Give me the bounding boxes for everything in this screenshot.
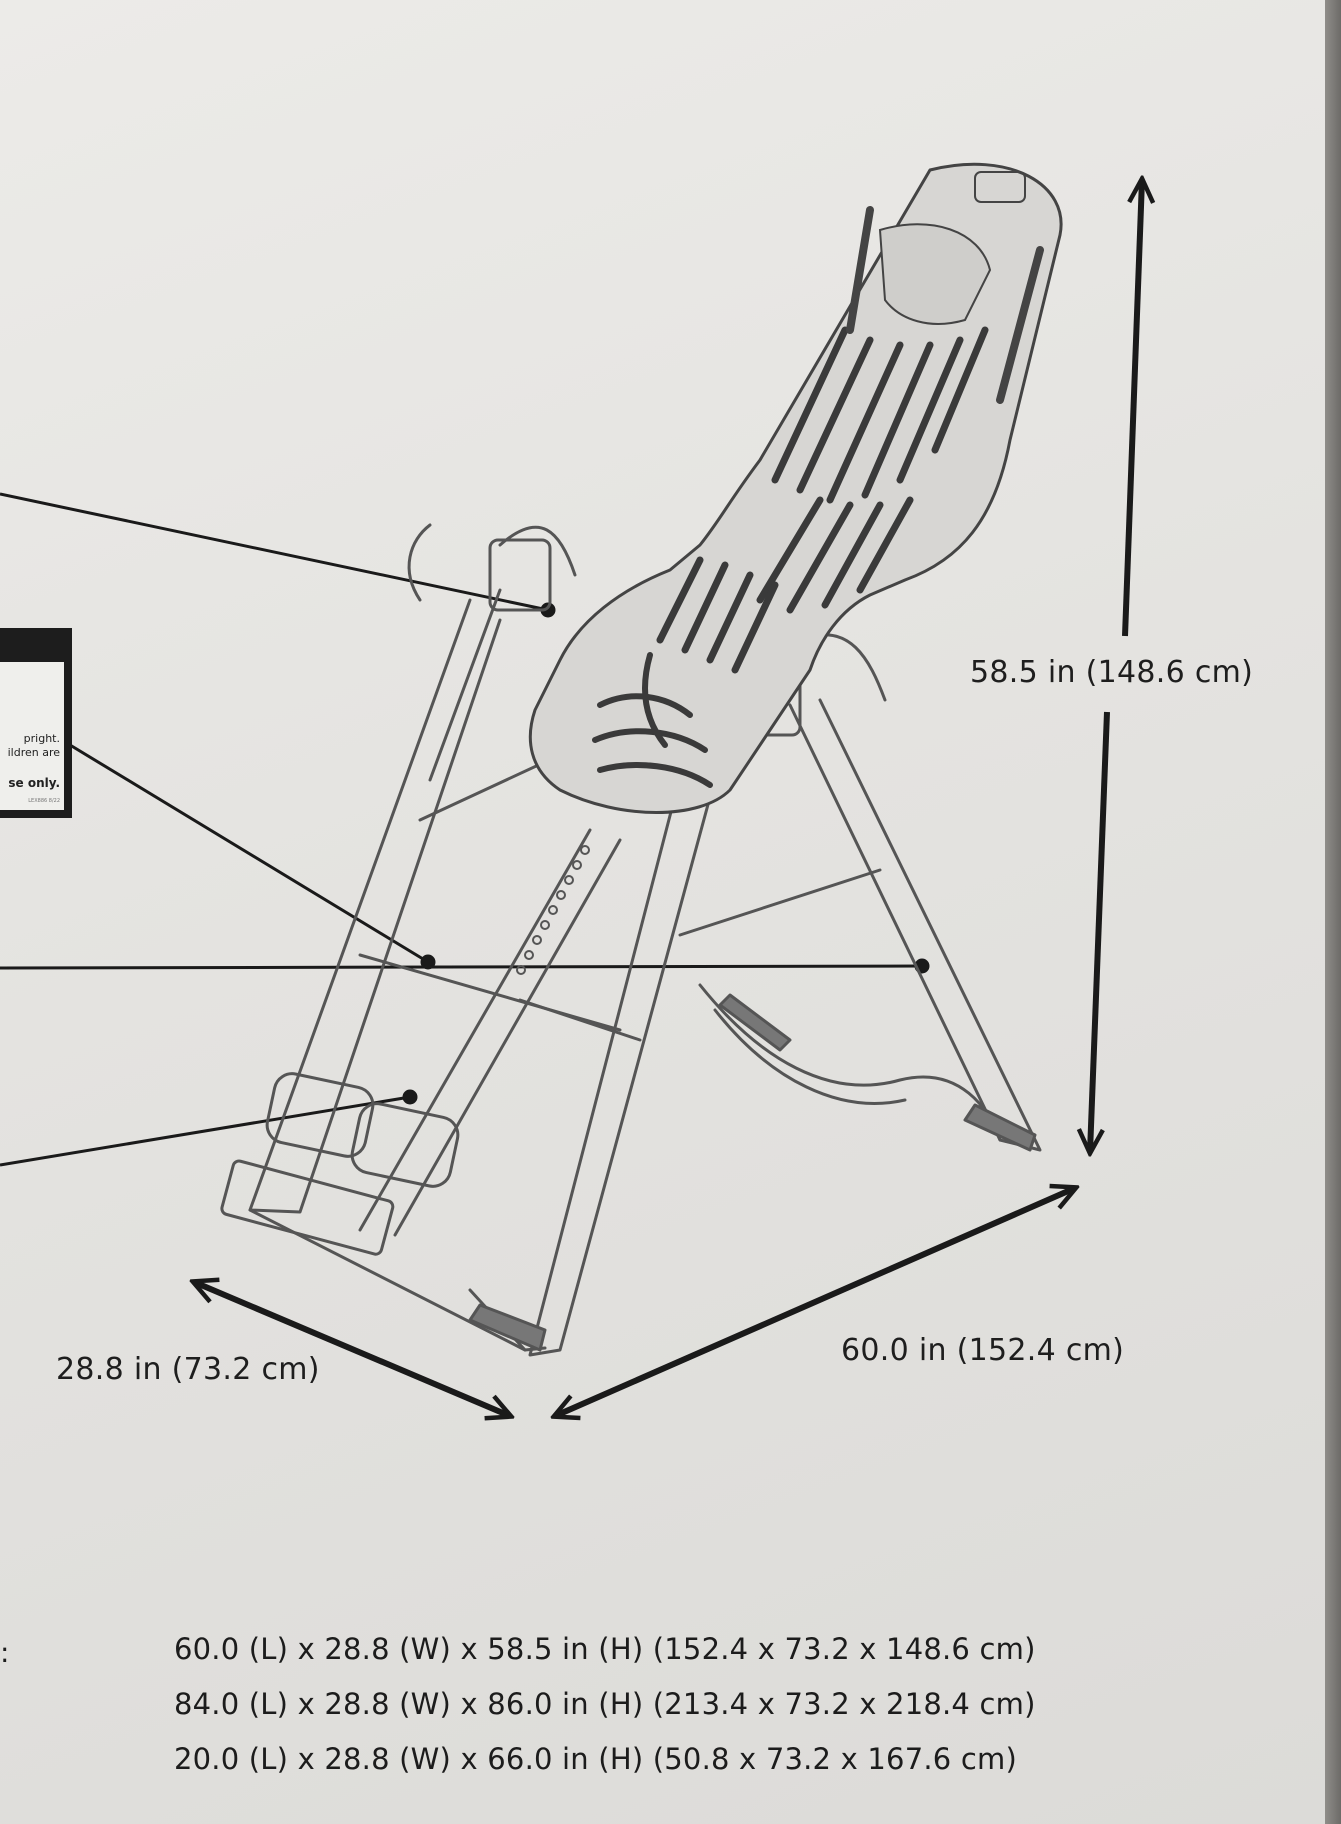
ankle-post — [358, 828, 592, 1232]
ankle-cushion-right — [350, 1102, 460, 1188]
callout-lines — [0, 492, 930, 1167]
rear-stabilizer — [698, 983, 1002, 1142]
width-dimension-arrow — [194, 1282, 510, 1416]
page-edge — [1325, 0, 1341, 1824]
foot-platform — [220, 1159, 395, 1256]
table-frame — [220, 523, 1042, 1357]
left-front-leg — [248, 598, 502, 1214]
arrow-down-icon — [1090, 711, 1110, 1152]
adjustment-holes — [516, 845, 590, 975]
table-bed — [528, 162, 1063, 814]
spec-row: 20.0 (L) x 28.8 (W) x 66.0 in (H) (50.8 … — [174, 1742, 1017, 1776]
arrow-up-icon — [1122, 180, 1142, 637]
ankle-cushion-left — [265, 1072, 375, 1158]
height-dimension-arrow — [1090, 180, 1142, 1152]
callout-line-label — [69, 743, 429, 964]
warning-label-code: LEX886 8/22 — [28, 798, 60, 804]
spec-colon: : — [0, 1636, 10, 1669]
length-dimension-label: 60.0 in (152.4 cm) — [841, 1333, 1125, 1368]
spec-row: 84.0 (L) x 28.8 (W) x 86.0 in (H) (213.4… — [174, 1687, 1036, 1721]
callout-line-bottom — [0, 1095, 411, 1167]
warning-label-line: se only. — [8, 776, 60, 790]
right-rear-leg — [788, 698, 1042, 1152]
spec-row: 60.0 (L) x 28.8 (W) x 58.5 in (H) (152.4… — [174, 1632, 1036, 1666]
length-dimension-arrow — [555, 1188, 1075, 1416]
headrest — [878, 223, 992, 325]
height-dimension-label: 58.5 in (148.6 cm) — [970, 655, 1254, 690]
width-dimension-label: 28.8 in (73.2 cm) — [56, 1352, 320, 1387]
warning-label: pright. ildren are se only. LEX886 8/22 — [0, 628, 72, 818]
warning-label-line: ildren are — [7, 746, 60, 759]
callout-line-middle — [0, 964, 923, 970]
callout-line-top — [0, 492, 549, 612]
warning-label-body: pright. ildren are se only. LEX886 8/22 — [0, 662, 64, 810]
callout-dot-bottom — [402, 1089, 418, 1105]
pivot-bracket-left — [488, 538, 552, 612]
handle-left — [498, 525, 577, 577]
warning-label-line: pright. — [23, 732, 60, 745]
